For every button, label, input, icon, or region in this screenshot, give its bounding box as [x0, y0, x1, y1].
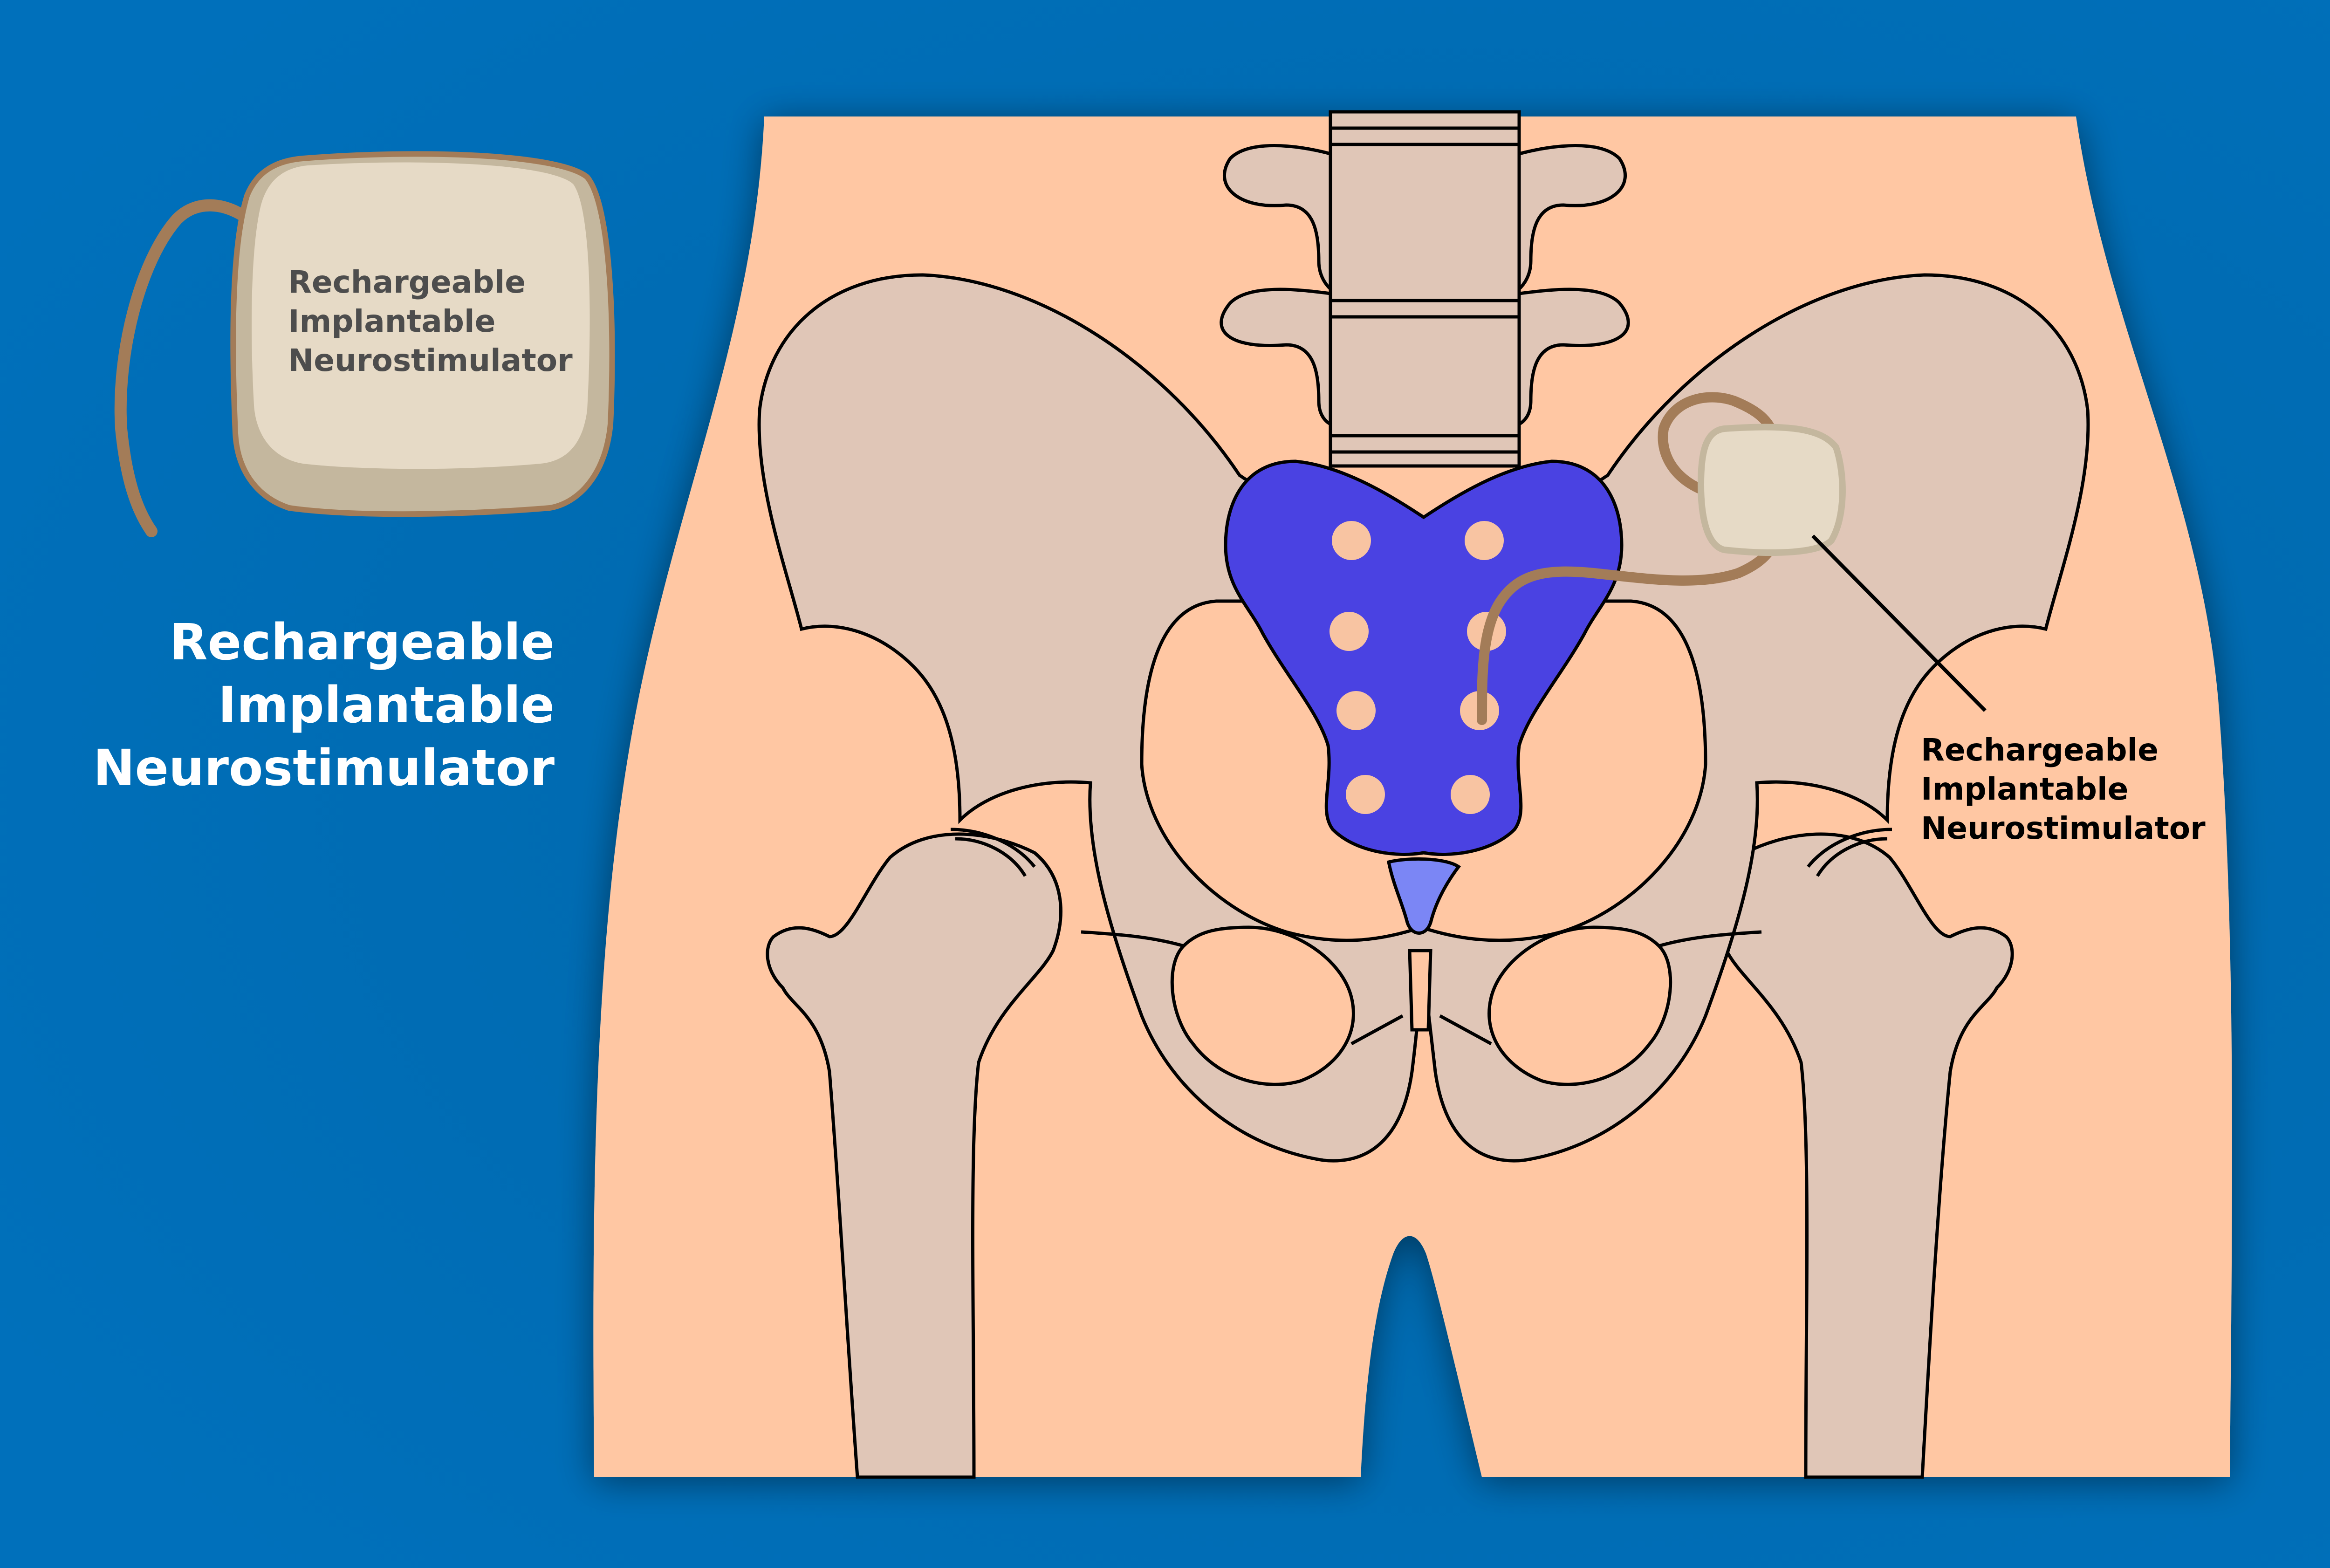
vertebra-process-upper-left	[1223, 144, 1332, 293]
right-obturator-foramen	[1487, 925, 1672, 1086]
left-femur	[766, 832, 1062, 1479]
main-label-line2: Implantable	[218, 677, 555, 734]
left-obturator-foramen	[1170, 925, 1355, 1086]
pointer-label: Rechargeable Implantable Neurostimulator	[1921, 732, 2206, 846]
coccyx	[1386, 857, 1461, 935]
lumbar-spine	[1329, 110, 1521, 468]
sacral-foramina	[1329, 521, 1506, 814]
pointer-label-line3: Neurostimulator	[1921, 810, 2206, 846]
pointer-line	[1811, 534, 1987, 712]
pointer-label-line1: Rechargeable	[1921, 732, 2159, 768]
device-label-line3: Neurostimulator	[288, 342, 573, 378]
left-acetabulum-rim	[950, 828, 1036, 877]
main-label-line3: Neurostimulator	[93, 739, 555, 797]
pubic-symphysis	[1408, 949, 1432, 1032]
inset-device-lead	[114, 199, 258, 537]
right-femur	[1717, 832, 2014, 1479]
main-label-line1: Rechargeable	[169, 614, 555, 671]
device-label-line2: Implantable	[288, 303, 495, 339]
inset-device-face	[252, 162, 590, 469]
right-pubic-ramus-line	[1439, 930, 1762, 1046]
left-pubic-ramus-line	[1081, 930, 1404, 1046]
pointer-label-line2: Implantable	[1921, 771, 2128, 807]
device-label-line1: Rechargeable	[288, 264, 526, 300]
right-acetabulum-rim	[1807, 828, 1892, 877]
sacrum	[1224, 459, 1624, 856]
main-label: Rechargeable Implantable Neurostimulator	[93, 614, 555, 797]
implanted-neurostimulator	[1697, 424, 1846, 556]
vertebra-process-lower-left	[1220, 288, 1332, 427]
device-inset-label: Rechargeable Implantable Neurostimulator	[288, 264, 573, 378]
vertebra-dividers	[1330, 126, 1519, 454]
vertebra-process-upper-right	[1517, 144, 1627, 293]
vertebra-process-lower-right	[1517, 288, 1630, 427]
